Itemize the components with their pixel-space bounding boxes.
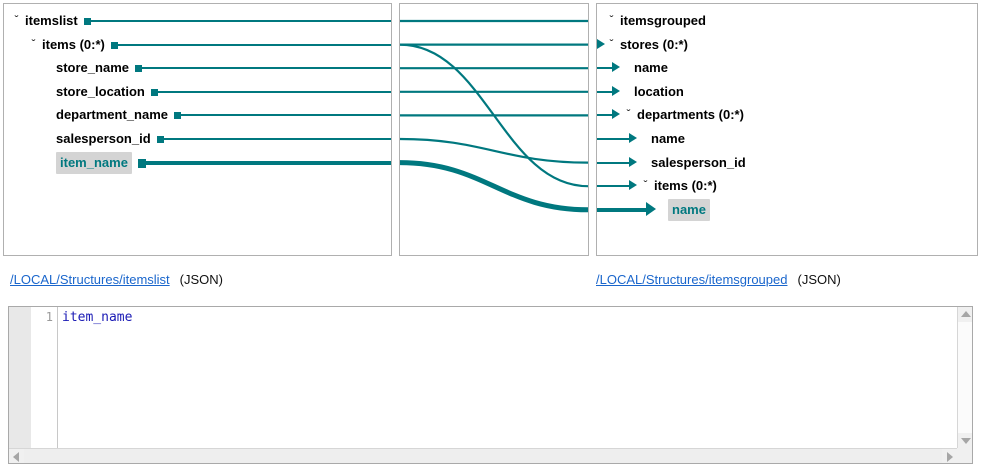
- target-field-label[interactable]: departments (0:*): [637, 107, 744, 123]
- source-connector-node[interactable]: [150, 88, 158, 96]
- source-connector-node[interactable]: [137, 158, 146, 168]
- source-tree-row[interactable]: store_name: [4, 57, 391, 79]
- source-connector-node[interactable]: [110, 41, 118, 49]
- editor-gutter: [9, 307, 31, 463]
- arrow-right-icon: [629, 156, 637, 167]
- triangle-down-icon[interactable]: [961, 438, 971, 444]
- mapping-links-panel[interactable]: [399, 3, 589, 256]
- target-path-link[interactable]: /LOCAL/Structures/itemsgrouped: [596, 272, 788, 287]
- source-tree-row[interactable]: ˇ itemslist: [4, 10, 391, 32]
- source-connector-node[interactable]: [83, 18, 91, 25]
- target-tree-row[interactable]: location: [597, 81, 977, 103]
- source-field-label[interactable]: department_name: [56, 107, 168, 123]
- target-connector-line: [597, 161, 629, 164]
- source-field-label[interactable]: item_name: [56, 151, 132, 174]
- target-connector-line: [597, 185, 629, 188]
- triangle-left-icon[interactable]: [13, 452, 19, 462]
- chevron-down-icon[interactable]: ˇ: [609, 36, 614, 51]
- source-field-label[interactable]: itemslist: [25, 13, 78, 28]
- target-connector-line: [597, 138, 629, 140]
- chevron-down-icon[interactable]: ˇ: [14, 13, 19, 27]
- target-connector-line: [597, 114, 612, 117]
- source-connector-node[interactable]: [173, 112, 181, 120]
- mapping-links-svg: [400, 19, 588, 213]
- source-field-label[interactable]: store_name: [56, 60, 129, 76]
- target-tree-row[interactable]: ˇ departments (0:*): [597, 104, 977, 126]
- target-tree-row[interactable]: salesperson_id: [597, 152, 977, 174]
- target-tree-row[interactable]: ˇ items (0:*): [597, 175, 977, 197]
- target-field-label[interactable]: name: [634, 60, 668, 76]
- arrow-right-icon: [597, 38, 605, 49]
- source-tree-row[interactable]: ˇ items (0:*): [4, 34, 391, 56]
- target-tree-row[interactable]: ˇ stores (0:*): [597, 34, 977, 56]
- source-path-footer: /LOCAL/Structures/itemslist (JSON): [10, 270, 223, 290]
- expression-editor[interactable]: 1 item_name: [8, 306, 973, 464]
- target-field-label[interactable]: location: [634, 83, 684, 99]
- editor-gutter-divider: [57, 307, 58, 463]
- source-tree-row[interactable]: salesperson_id: [4, 128, 391, 150]
- target-field-label[interactable]: name: [651, 131, 685, 146]
- target-tree-row[interactable]: name: [597, 198, 977, 221]
- target-connector-line: [597, 67, 612, 70]
- source-connector-line: [179, 114, 391, 117]
- chevron-down-icon[interactable]: ˇ: [31, 36, 36, 51]
- chevron-down-icon[interactable]: ˇ: [626, 107, 631, 122]
- source-tree-row[interactable]: store_location: [4, 81, 391, 103]
- chevron-down-icon[interactable]: ˇ: [643, 178, 648, 193]
- source-field-label[interactable]: salesperson_id: [56, 131, 151, 146]
- target-tree-row[interactable]: ˇ itemsgrouped: [597, 10, 977, 32]
- source-structure-panel[interactable]: ˇ itemslist ˇ items (0:*) store_name store_lo…: [3, 3, 392, 256]
- source-connector-node[interactable]: [156, 136, 164, 143]
- source-format-label: (JSON): [179, 272, 223, 287]
- target-path-footer: /LOCAL/Structures/itemsgrouped (JSON): [596, 270, 841, 290]
- mapping-link[interactable]: [400, 137, 588, 164]
- scrollbar-corner: [957, 448, 972, 463]
- mapping-link[interactable]: [400, 43, 588, 188]
- target-tree-row[interactable]: name: [597, 128, 977, 150]
- source-tree-row[interactable]: item_name: [4, 151, 391, 174]
- editor-code-area[interactable]: item_name: [62, 310, 133, 325]
- source-connector-node[interactable]: [134, 65, 142, 73]
- target-connector-line: [597, 207, 646, 212]
- source-tree[interactable]: ˇ itemslist ˇ items (0:*) store_name store_lo…: [4, 4, 391, 255]
- arrow-right-icon: [646, 201, 656, 216]
- editor-vertical-scrollbar[interactable]: [957, 307, 972, 448]
- source-connector-line: [143, 160, 391, 165]
- target-format-label: (JSON): [797, 272, 841, 287]
- triangle-up-icon[interactable]: [961, 311, 971, 317]
- source-path-link[interactable]: /LOCAL/Structures/itemslist: [10, 272, 170, 287]
- source-tree-row[interactable]: department_name: [4, 104, 391, 126]
- source-field-label[interactable]: items (0:*): [42, 36, 105, 52]
- vertical-scroll-track[interactable]: [958, 322, 972, 433]
- target-field-label[interactable]: salesperson_id: [651, 154, 746, 170]
- source-connector-line: [116, 43, 391, 46]
- arrow-right-icon: [629, 180, 637, 191]
- source-connector-line: [156, 90, 391, 93]
- editor-horizontal-scrollbar[interactable]: [9, 448, 957, 463]
- arrow-right-icon: [612, 109, 620, 120]
- arrow-right-icon: [612, 62, 620, 73]
- source-connector-line: [162, 138, 391, 140]
- horizontal-scroll-track[interactable]: [24, 449, 942, 463]
- source-connector-line: [140, 67, 391, 70]
- target-field-label[interactable]: name: [668, 198, 710, 221]
- target-field-label[interactable]: stores (0:*): [620, 36, 688, 52]
- source-field-label[interactable]: store_location: [56, 83, 145, 99]
- target-field-label[interactable]: items (0:*): [654, 178, 717, 194]
- mapping-link[interactable]: [400, 160, 588, 213]
- target-tree-row[interactable]: name: [597, 57, 977, 79]
- arrow-right-icon: [629, 133, 637, 143]
- chevron-down-icon[interactable]: ˇ: [609, 13, 614, 27]
- triangle-right-icon[interactable]: [947, 452, 953, 462]
- source-connector-line: [89, 20, 391, 22]
- schema-mapper: ˇ itemslist ˇ items (0:*) store_name store_lo…: [3, 3, 978, 256]
- target-connector-line: [597, 90, 612, 93]
- editor-line-numbers: 1: [31, 307, 57, 463]
- target-field-label[interactable]: itemsgrouped: [620, 13, 706, 28]
- arrow-right-icon: [612, 85, 620, 96]
